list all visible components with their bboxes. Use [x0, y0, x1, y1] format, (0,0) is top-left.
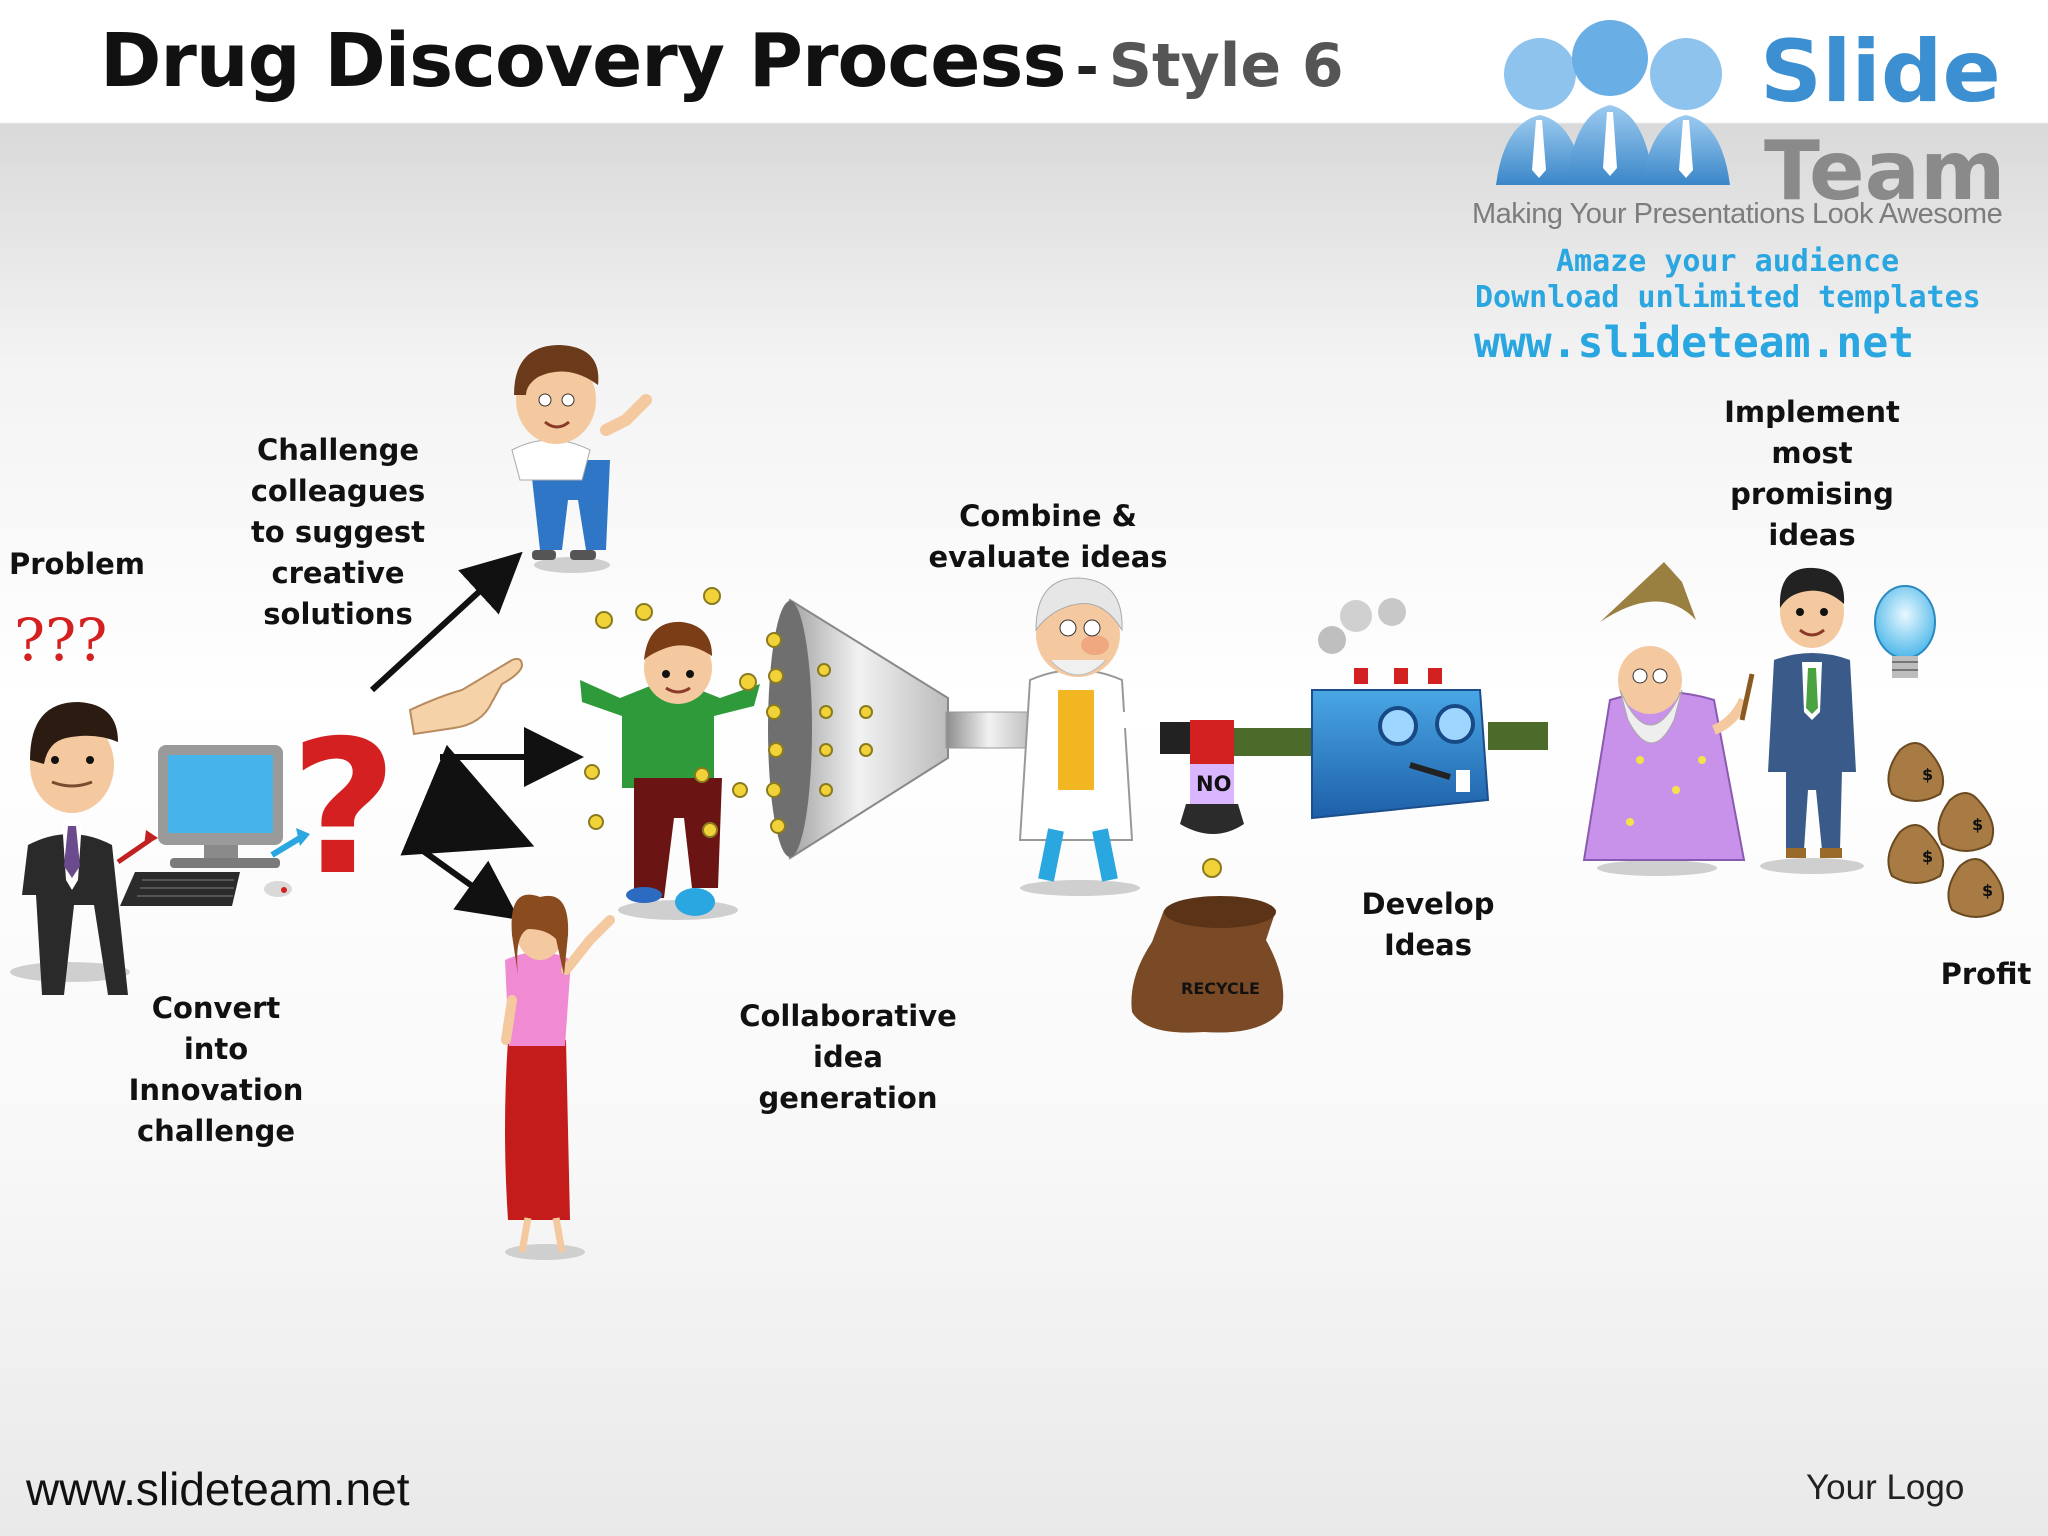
- pipe-valve-icon: [1160, 720, 1548, 834]
- colleague-man-figure: [511, 345, 652, 573]
- pointing-hand-icon: [408, 657, 524, 736]
- title-sub: Style 6: [1108, 31, 1344, 101]
- arrows-group: [369, 551, 584, 920]
- title-main: Drug Discovery Process: [100, 18, 1067, 104]
- machine-icon: [1311, 598, 1490, 820]
- label-problem: Problem: [8, 547, 146, 581]
- slide-title: Drug Discovery Process-Style 6: [100, 18, 1344, 104]
- boy-with-ideas-figure: [580, 587, 760, 920]
- brand-name-slide: Slide: [1760, 22, 2001, 122]
- dollar-sign-2: $: [1972, 815, 1983, 834]
- brand-people-icon: [1496, 20, 1730, 185]
- brand-name-team: Team: [1764, 124, 2006, 219]
- recycle-sack-icon: [1131, 896, 1284, 1033]
- dollar-sign-1: $: [1922, 765, 1933, 784]
- falling-bulb-icon: [1202, 858, 1222, 878]
- businessman-figure: [10, 702, 130, 995]
- colleague-woman-figure: [501, 894, 615, 1260]
- funnel-icon: [766, 598, 1033, 860]
- promo-line-1: Amaze your audience: [1556, 244, 1900, 279]
- promo-url-link[interactable]: www.slideteam.net: [1474, 318, 1915, 368]
- big-question-mark: ?: [290, 700, 397, 916]
- promo-line-2: Download unlimited templates: [1475, 280, 1981, 315]
- question-marks-text: ???: [14, 606, 107, 674]
- brand-tagline: Making Your Presentations Look Awesome: [1472, 198, 2003, 230]
- label-profit: Profit: [1940, 957, 2032, 991]
- footer-url[interactable]: www.slideteam.net: [26, 1463, 410, 1515]
- scientist-figure: [1018, 577, 1178, 896]
- money-bags-icon: [1887, 742, 2004, 918]
- label-develop: Develop Ideas: [1361, 887, 1495, 962]
- businessman-bulb-figure: [1760, 567, 1864, 874]
- title-separator: -: [1075, 35, 1099, 100]
- blue-arrow: [270, 835, 302, 858]
- label-challenge: Challenge colleagues to suggest creative…: [250, 433, 426, 631]
- label-convert: Convert into Innovation challenge: [128, 991, 304, 1148]
- computer-icon: [120, 745, 292, 906]
- dollar-sign-3: $: [1922, 847, 1933, 866]
- footer-logo-placeholder: Your Logo: [1806, 1468, 1965, 1507]
- label-implement: Implement most promising ideas: [1724, 395, 1900, 552]
- wizard-figure: [1582, 562, 1755, 876]
- lightbulb-icon: [1874, 585, 1936, 678]
- dollar-sign-4: $: [1982, 881, 1993, 900]
- label-collaborative: Collaborative idea generation: [739, 999, 957, 1115]
- sack-label: RECYCLE: [1181, 979, 1260, 998]
- valve-label: NO: [1196, 772, 1231, 796]
- label-combine: Combine & evaluate ideas: [928, 499, 1168, 574]
